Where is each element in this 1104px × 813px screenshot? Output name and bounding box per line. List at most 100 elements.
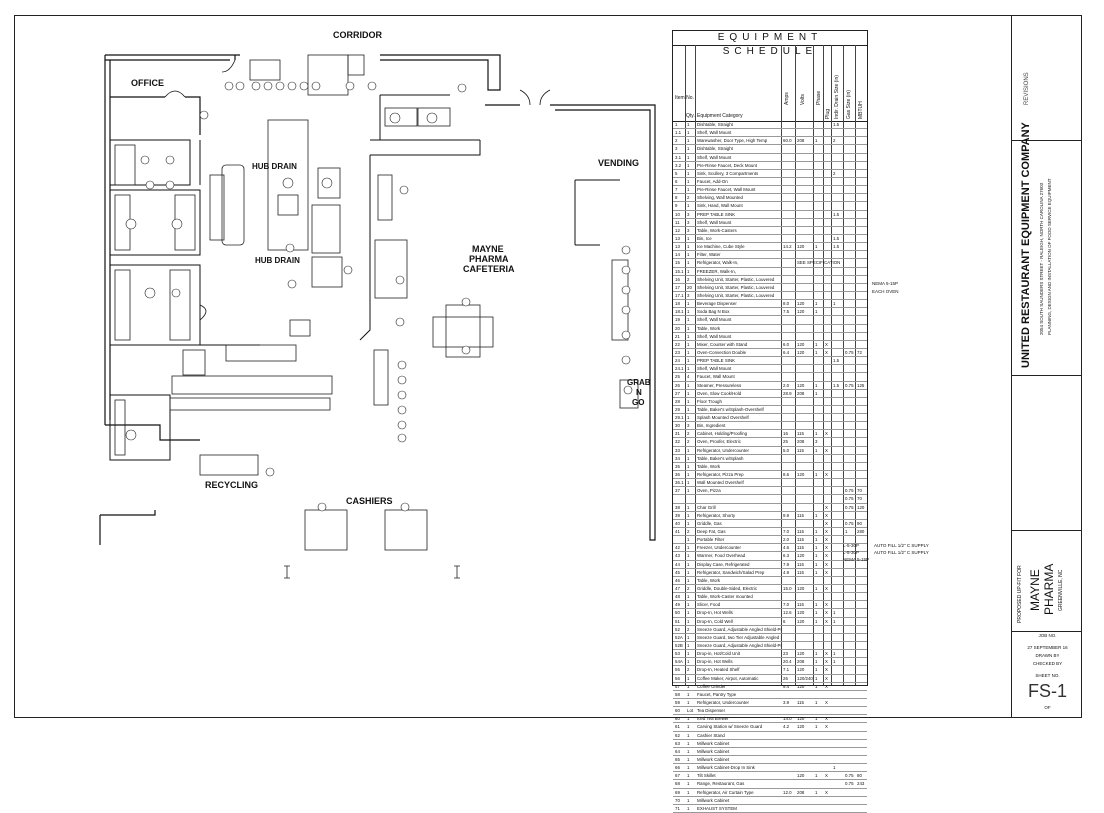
cell-amps: 6.3 [783, 553, 790, 559]
cell-item: 3.2 [675, 162, 682, 168]
recycling-label: RECYCLING [205, 480, 259, 490]
cell-phase: 1 [815, 667, 818, 673]
cell-desc: Tea Dispenser [697, 708, 726, 714]
cell-item: 24.1 [675, 366, 684, 372]
cell-desc: Oven, Proofer, Electric [697, 439, 741, 445]
cell-mbtu: 80 [857, 773, 862, 779]
cell-item: 6 [675, 178, 678, 184]
cell-mbtu: 70 [857, 488, 862, 494]
cell-qty: 1 [687, 610, 690, 616]
cell-volts: 208 [797, 138, 805, 144]
cell-volts: 120 [797, 553, 805, 559]
cell-item: 11 [675, 219, 680, 225]
cell-volts: 120 [797, 382, 805, 388]
cell-qty: 1 [687, 333, 690, 339]
cell-desc: Shelf, Wall Mount [697, 317, 732, 323]
cell-volts: 115 [797, 431, 804, 437]
grab-label-1: GRAB [627, 378, 651, 387]
cell-desc: Millwork Cabinet [697, 748, 730, 754]
cell-desc: Drop-in, Hot/Cold Unit [697, 651, 740, 657]
cell-item: 39 [675, 512, 680, 518]
cell-desc: Refrigerator, Sandwich/Salad Prep [697, 569, 765, 575]
header-item: Item No. [675, 95, 694, 101]
cell-qty: 1 [687, 520, 690, 526]
cell-qty: 3 [687, 227, 690, 233]
cell-phase: 1 [815, 341, 818, 347]
cell-phase: 1 [815, 349, 818, 355]
cell-qty: 1 [687, 162, 690, 168]
cell-drain: 1.5 [833, 382, 840, 388]
cell-desc: Drop-In, Hot Wells [697, 610, 733, 616]
cell-qty: 1 [687, 268, 690, 274]
cell-plug: X [825, 569, 828, 575]
cell-plug: X [825, 659, 828, 665]
cell-amps: 23 [783, 651, 788, 657]
cell-qty: 2 [687, 431, 690, 437]
cell-plug: X [825, 561, 828, 567]
cell-amps: 5.0 [783, 447, 790, 453]
cell-phase: 1 [815, 610, 818, 616]
cell-qty: 1 [687, 122, 690, 127]
cell-qty: 1 [687, 130, 690, 136]
drawing-sheet [14, 15, 1082, 718]
cell-item: 29.1 [675, 415, 684, 421]
cell-volts: 120 [797, 651, 805, 657]
cell-desc: Shelf, Wall Mount [697, 130, 732, 136]
cell-qty: 1 [687, 480, 690, 486]
cell-amps: 14.2 [783, 244, 792, 250]
cell-desc: Tilt Skillet [697, 773, 716, 779]
cell-volts: 120 [797, 724, 805, 730]
cell-volts: 120 [797, 244, 805, 250]
cell-item: 12 [675, 227, 680, 233]
cell-qty: 2 [687, 439, 690, 445]
cell-qty: 1 [687, 472, 690, 478]
cell-desc: Bin, Ingredient [697, 423, 726, 429]
cell-mbtu: 125 [857, 382, 865, 388]
cell-desc: Portable Filter [697, 537, 725, 543]
cell-phase: 1 [815, 447, 818, 453]
note-l5a: L-5-30P [843, 543, 860, 548]
cell-volts: 115 [797, 512, 804, 518]
cell-phase: 1 [815, 545, 818, 551]
cell-desc: Oven-Convection Double [697, 349, 747, 355]
cafeteria-label-1: MAYNE [472, 244, 504, 254]
cell-gas: 0.75 [845, 504, 854, 510]
cell-amps: 12.0 [783, 789, 792, 795]
cell-item: 45 [675, 569, 680, 575]
cell-desc: Table, Work [697, 577, 721, 583]
cell-desc: Steamer, Pressureless [697, 382, 742, 388]
cell-item: 51 [675, 618, 680, 624]
cell-phase: 1 [815, 569, 818, 575]
cell-qty: 3 [687, 211, 690, 217]
header-desc: Equipment Category [697, 113, 743, 119]
cell-desc: Drop-In, Cold Well [697, 618, 733, 624]
header-volts: Volts [800, 94, 806, 105]
cell-qty: 1 [687, 203, 690, 209]
cell-qty: 1 [687, 553, 690, 559]
cafeteria-label-3: CAFETERIA [463, 264, 515, 274]
cell-qty: 1 [687, 789, 690, 795]
cell-item: 43 [675, 553, 680, 559]
cell-phase: 1 [815, 602, 818, 608]
cell-desc: FREEZER, Walk-In, [697, 268, 736, 274]
cell-desc: Table, Baker's w/Splash-Overshelf [697, 406, 764, 412]
cell-amps: 8.0 [783, 301, 790, 307]
cell-plug: X [825, 512, 828, 518]
header-qty: Qty. [686, 113, 695, 119]
cell-desc: Filter, Water [697, 252, 721, 258]
cell-amps: 3.9 [783, 699, 790, 705]
